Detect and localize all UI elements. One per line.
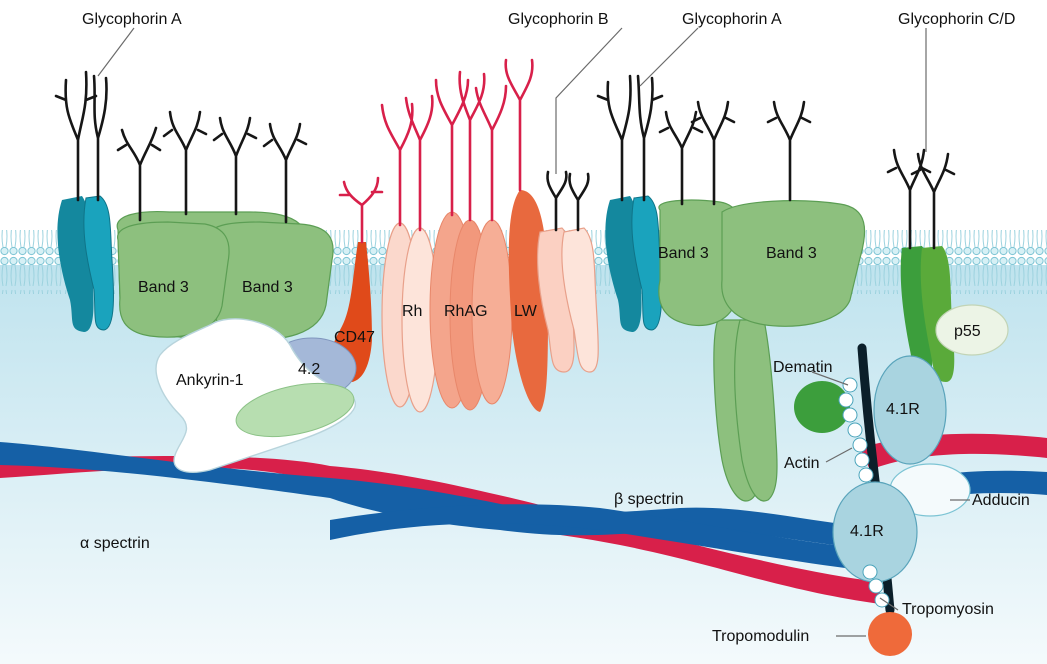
rh-complex <box>380 58 548 413</box>
label-rhag: RhAG <box>444 303 488 320</box>
label-glycophorin-a-left: Glycophorin A <box>82 11 182 28</box>
ankyrin-1 <box>155 318 357 473</box>
label-actin: Actin <box>784 455 820 472</box>
label-dematin: Dematin <box>773 359 833 376</box>
leader-lines <box>97 27 970 637</box>
glycophorin-a-left <box>54 70 114 332</box>
label-p55: p55 <box>954 323 981 340</box>
protein-4-1r-top <box>873 355 947 465</box>
label-band3-2: Band 3 <box>242 279 293 296</box>
label-band3-4: Band 3 <box>766 245 817 262</box>
label-tropomodulin: Tropomodulin <box>712 628 809 645</box>
label-4-1r-bottom: 4.1R <box>850 523 884 540</box>
actin-junction <box>794 343 971 656</box>
band3-right-pair <box>658 100 866 502</box>
label-lw: LW <box>514 303 538 320</box>
label-4-1r-top: 4.1R <box>886 401 920 418</box>
glycophorin-cd <box>886 148 956 382</box>
label-rh: Rh <box>402 303 422 320</box>
label-protein-4-2: 4.2 <box>298 361 320 378</box>
label-band3-1: Band 3 <box>138 279 189 296</box>
alpha-spectrin-strand <box>0 456 880 604</box>
label-ankyrin: Ankyrin-1 <box>176 372 244 389</box>
label-cd47: CD47 <box>334 329 375 346</box>
p55-protein <box>935 304 1009 356</box>
tropomodulin-protein <box>868 612 912 656</box>
glycophorin-b <box>536 170 599 373</box>
glycophorin-a-right <box>596 74 664 332</box>
label-beta-spectrin: β spectrin <box>614 491 684 508</box>
ankyrin-repeat-domain <box>235 382 355 438</box>
label-glycophorin-cd: Glycophorin C/D <box>898 11 1015 28</box>
label-glycophorin-b: Glycophorin B <box>508 11 609 28</box>
label-glycophorin-a-right: Glycophorin A <box>682 11 782 28</box>
dematin-protein <box>794 381 850 433</box>
label-adducin: Adducin <box>972 492 1030 509</box>
label-band3-3: Band 3 <box>658 245 709 262</box>
label-tropomyosin: Tropomyosin <box>902 601 994 618</box>
label-alpha-spectrin: α spectrin <box>80 535 150 552</box>
band3-left-pair <box>116 110 334 340</box>
